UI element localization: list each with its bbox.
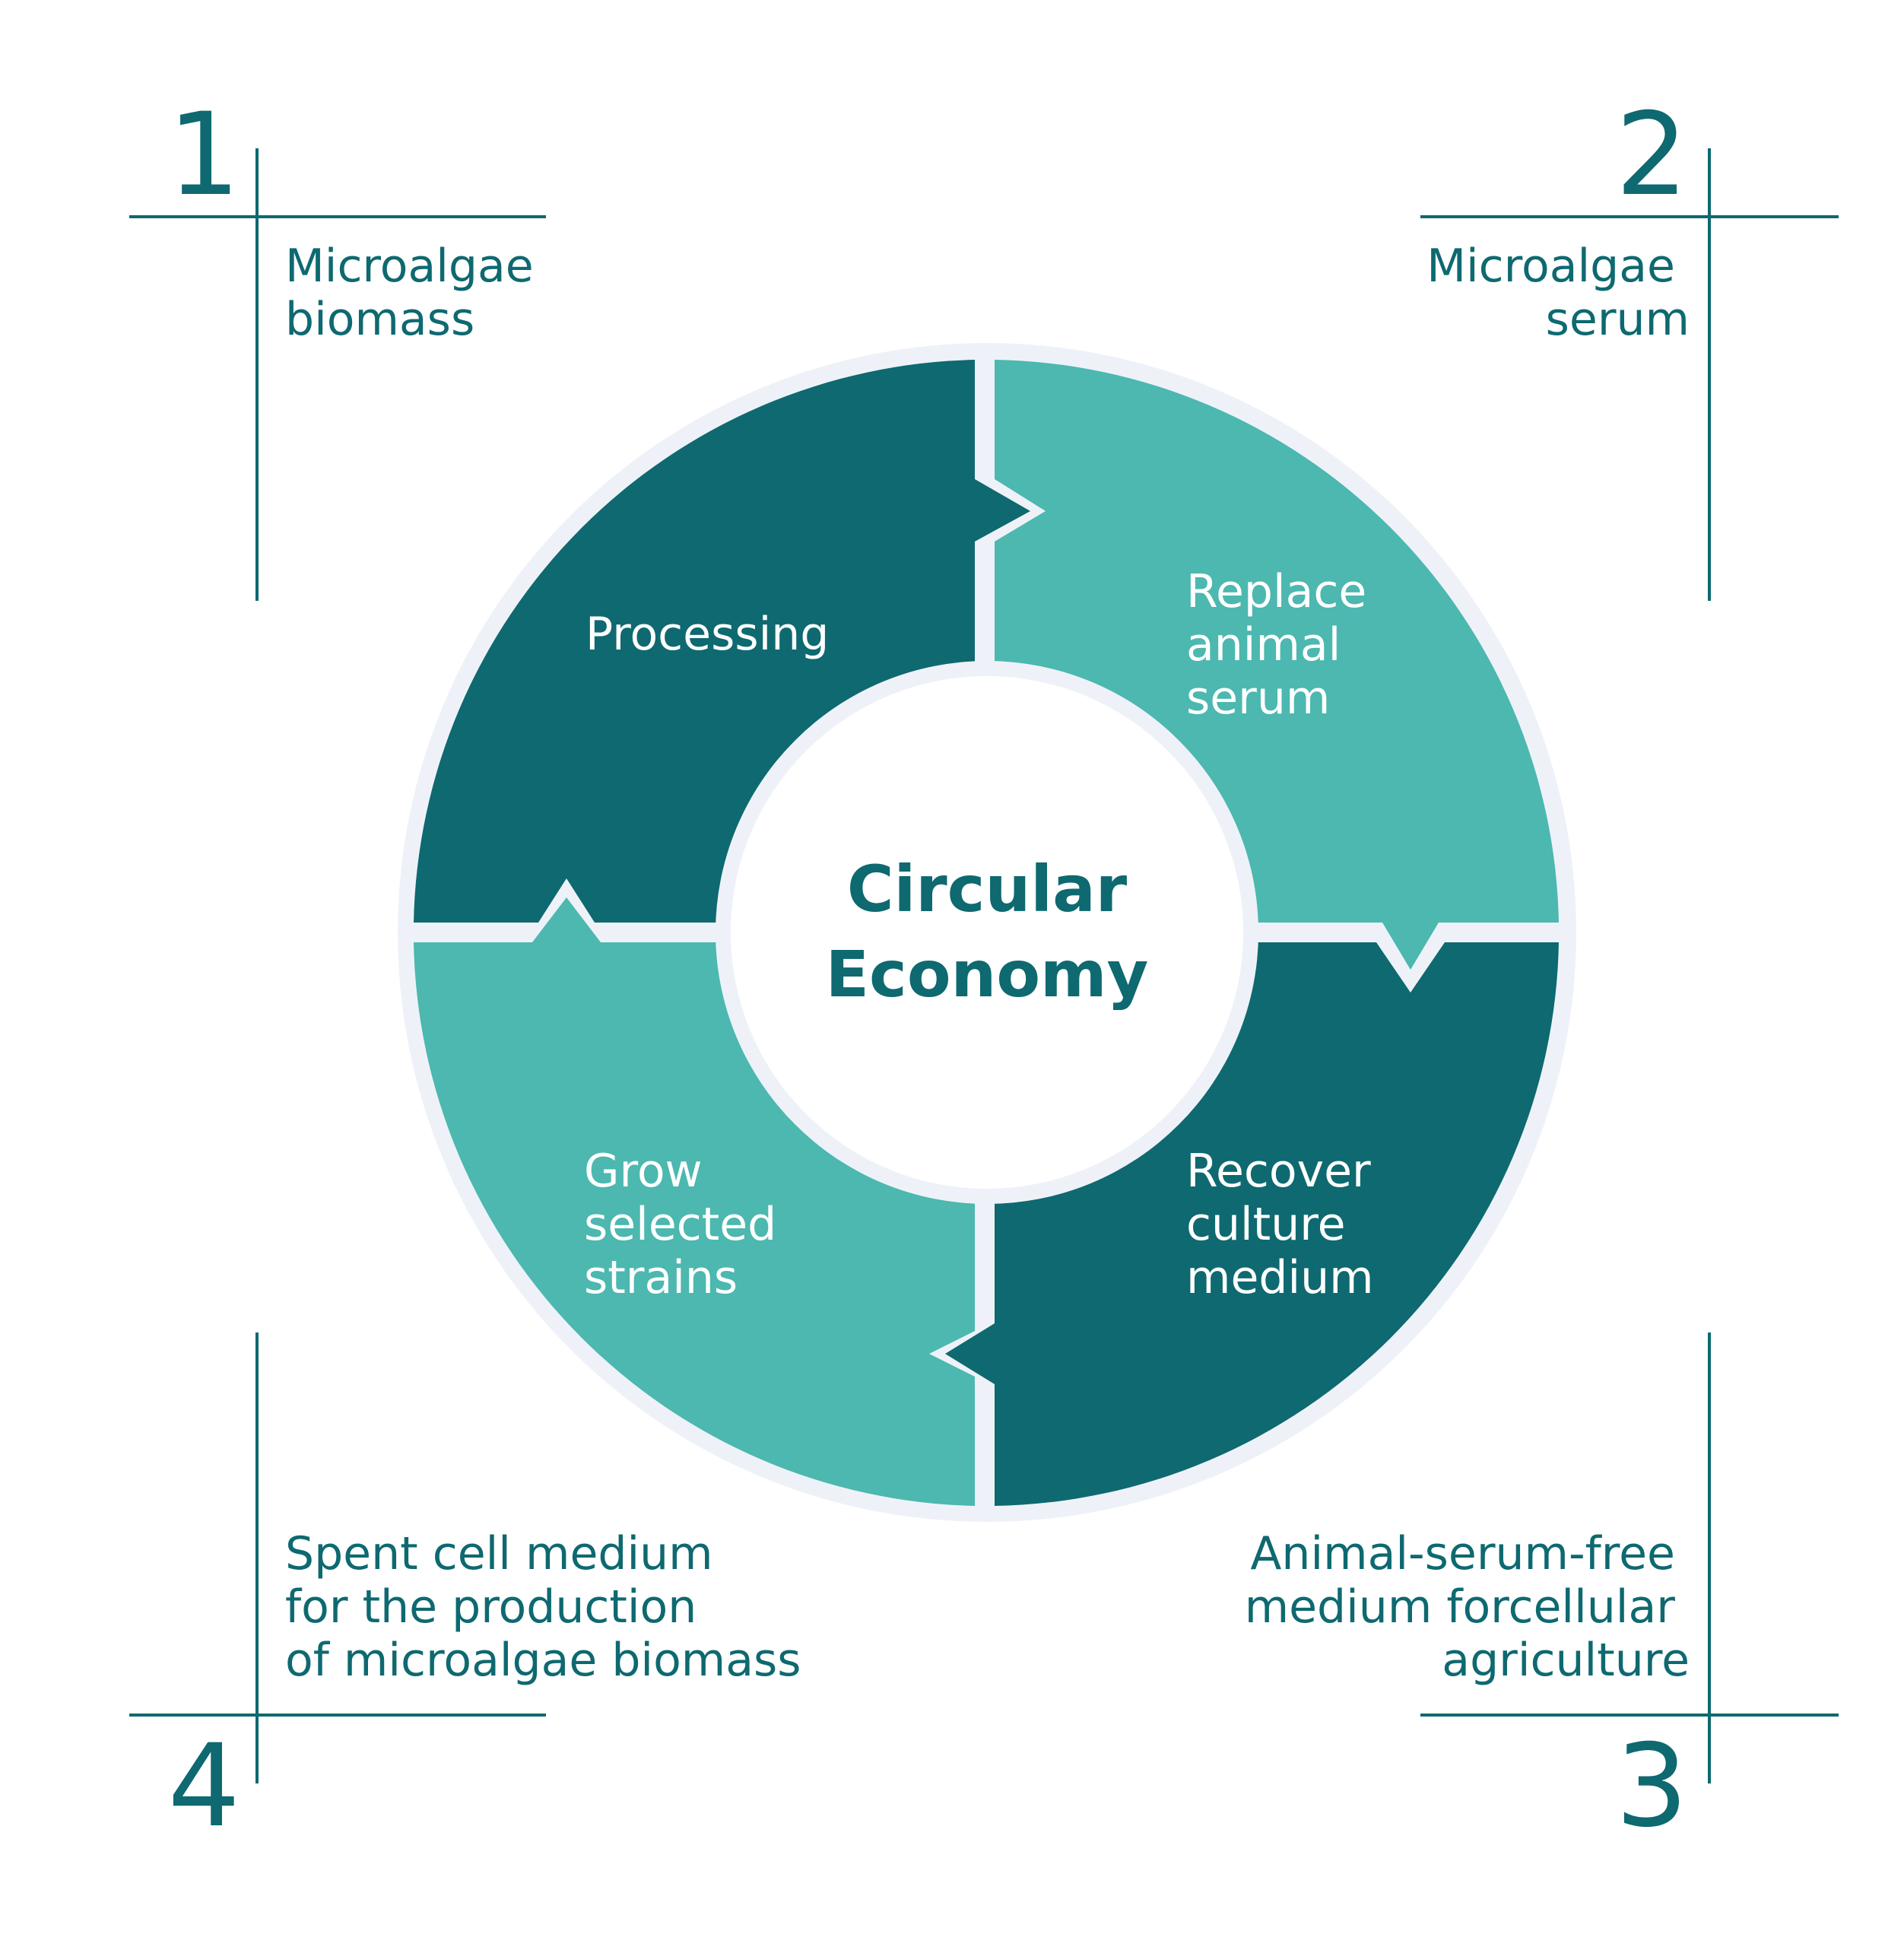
corner-2-number: 2	[1616, 89, 1688, 221]
corner-2-label: Microalgae serum	[1426, 240, 1690, 346]
segment-processing	[414, 360, 1030, 923]
corner-1: 1 Microalgae biomass	[129, 89, 548, 601]
segment-label-grow: Grow selected strains	[584, 1145, 791, 1304]
segment-recover-culture-medium	[945, 942, 1559, 1506]
segment-label-recover: Recover culture medium	[1186, 1145, 1385, 1304]
segment-label-line: medium	[1186, 1251, 1374, 1304]
corner-3-label-line: medium forcellular	[1245, 1580, 1676, 1634]
corner-3-label-line: agriculture	[1442, 1634, 1690, 1687]
corner-3-label-line: Animal-serum-free	[1250, 1527, 1675, 1580]
corner-3-label: Animal-serum-free medium forcellular agr…	[1245, 1527, 1690, 1687]
segment-label-line: Recover	[1186, 1145, 1371, 1198]
corner-4-label: Spent cell medium for the production of …	[285, 1527, 801, 1687]
segment-label-line: serum	[1186, 672, 1330, 725]
corner-1-label-line: biomass	[285, 293, 474, 346]
corner-4-label-line: for the production	[285, 1580, 697, 1634]
corner-2: 2 Microalgae serum	[1420, 89, 1839, 601]
center-title-line2: Economy	[826, 937, 1149, 1012]
corner-2-label-line: serum	[1546, 293, 1690, 346]
segment-label-line: Processing	[585, 608, 829, 661]
segment-grow-selected-strains	[414, 897, 975, 1506]
segment-label-processing: Processing	[585, 608, 829, 661]
corner-2-label-line: Microalgae	[1426, 240, 1675, 293]
segment-label-line: Grow	[584, 1145, 703, 1198]
center-title-line1: Circular	[847, 852, 1128, 926]
corner-4-label-line: of microalgae biomass	[285, 1634, 801, 1687]
segment-label-line: culture	[1186, 1198, 1346, 1251]
corner-1-label-line: Microalgae	[285, 240, 534, 293]
corner-1-number: 1	[168, 89, 240, 221]
corner-4-label-line: Spent cell medium	[285, 1527, 713, 1580]
corner-3: 3 Animal-serum-free medium forcellular a…	[1245, 1332, 1839, 1853]
segment-label-line: selected	[584, 1198, 776, 1251]
corner-4-number: 4	[168, 1720, 240, 1853]
corner-3-number: 3	[1616, 1720, 1688, 1853]
segment-replace-animal-serum	[995, 360, 1559, 970]
inner-circle	[731, 676, 1243, 1189]
segment-label-line: animal	[1186, 618, 1341, 672]
corner-4: 4 Spent cell medium for the production o…	[129, 1332, 801, 1853]
segment-label-line: Replace	[1186, 565, 1366, 618]
segment-label-replace: Replace animal serum	[1186, 565, 1381, 725]
corner-1-label: Microalgae biomass	[285, 240, 548, 346]
segment-label-line: strains	[584, 1251, 738, 1304]
